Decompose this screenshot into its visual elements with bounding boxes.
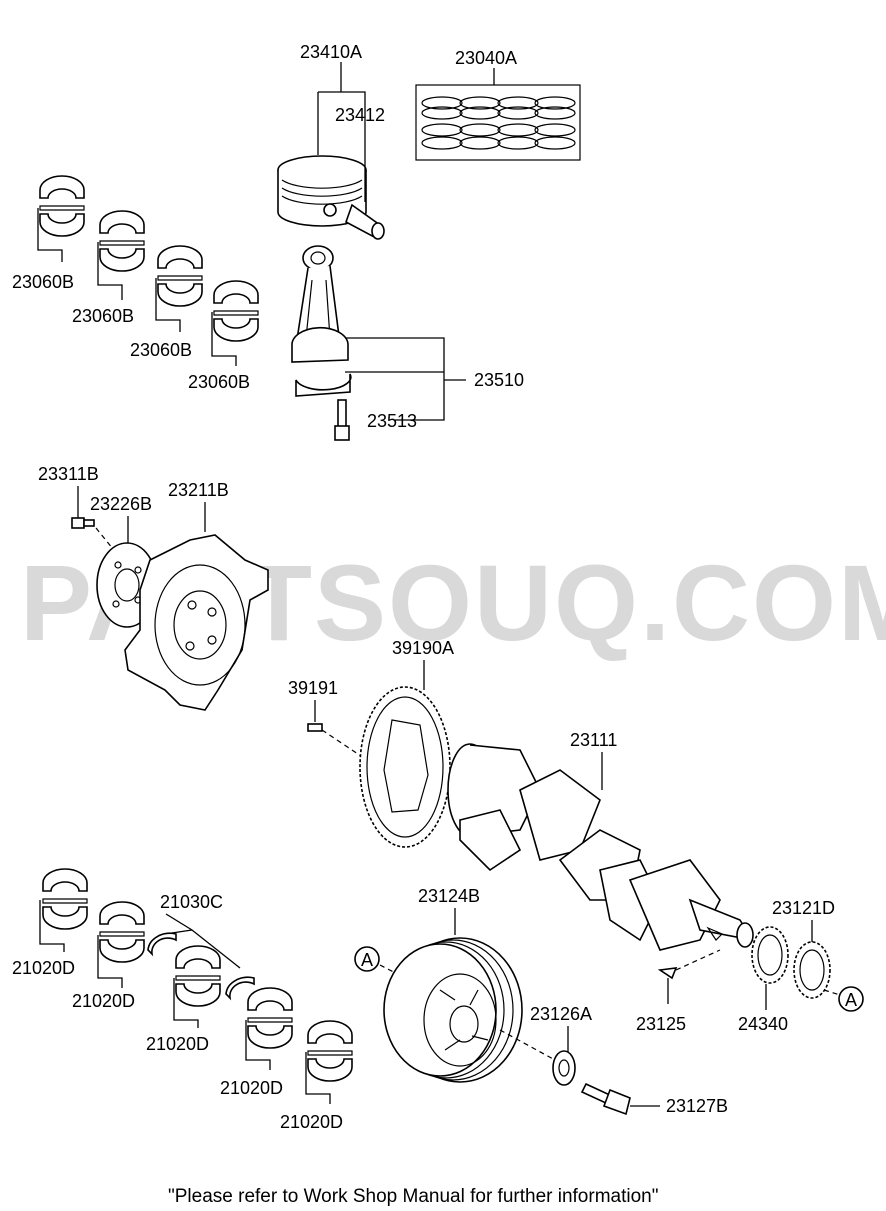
label-23410A: 23410A [300,42,362,62]
label-23127B: 23127B [666,1096,728,1116]
reluctor-screw [307,723,323,732]
label-23060B-1: 23060B [12,272,74,292]
label-21030C: 21030C [160,892,223,912]
rod-bearing-3 [157,245,203,307]
label-23412: 23412 [335,105,385,125]
label-21020D-1: 21020D [12,958,75,978]
label-21020D-3: 21020D [146,1034,209,1054]
svg-text:A: A [361,950,373,970]
label-39191: 39191 [288,678,338,698]
rod-bearing-2 [99,210,145,272]
label-23211B: 23211B [168,480,229,500]
crank-sprocket-23121D [793,941,831,999]
label-23060B-2: 23060B [72,306,134,326]
label-23111: 23111 [570,730,617,750]
rod-bearing-4 [213,280,259,342]
main-bearing-4 [247,987,293,1049]
label-21020D-2: 21020D [72,991,135,1011]
crank-sprocket-24340 [751,926,789,984]
label-23125: 23125 [636,1014,686,1034]
leader-23410A [317,91,366,202]
main-bearing-5 [307,1020,353,1082]
label-23510: 23510 [474,370,524,390]
main-bearing-1 [42,868,88,930]
footnote-text: "Please refer to Work Shop Manual for fu… [168,1186,658,1207]
label-21020D-5: 21020D [280,1112,343,1132]
label-21020D-4: 21020D [220,1078,283,1098]
piston-assembly [277,155,367,227]
crankshaft [447,743,754,951]
ref-marker-right: A [838,986,864,1012]
label-24340: 24340 [738,1014,788,1034]
flywheel-plate [124,534,269,711]
piston-ring-set [415,68,581,161]
thrust-washer-2 [225,976,255,1001]
label-39190A: 39190A [392,638,454,658]
label-23060B-3: 23060B [130,340,192,360]
thrust-washer-1 [147,932,177,957]
reluctor-ring [359,686,451,848]
pulley-bolt [580,1082,631,1116]
label-23060B-4: 23060B [188,372,250,392]
label-23513: 23513 [367,411,417,431]
damper-pulley [383,937,523,1083]
label-23126A: 23126A [530,1004,592,1024]
woodruff-key [657,967,678,980]
label-23121D: 23121D [772,898,835,918]
connecting-rod [291,245,352,397]
flywheel-bolt [71,517,95,529]
label-23226B: 23226B [90,494,152,514]
piston-pin [345,203,385,240]
label-23311B: 23311B [38,464,99,484]
ref-marker-left: A [354,946,380,972]
svg-text:A: A [845,990,857,1010]
label-23124B: 23124B [418,886,480,906]
rod-bolt [334,399,350,441]
main-bearing-2 [99,901,145,963]
label-23040A: 23040A [455,48,517,68]
pulley-washer [552,1050,576,1086]
main-bearing-3 [175,945,221,1007]
rod-bearing-1 [39,175,85,237]
